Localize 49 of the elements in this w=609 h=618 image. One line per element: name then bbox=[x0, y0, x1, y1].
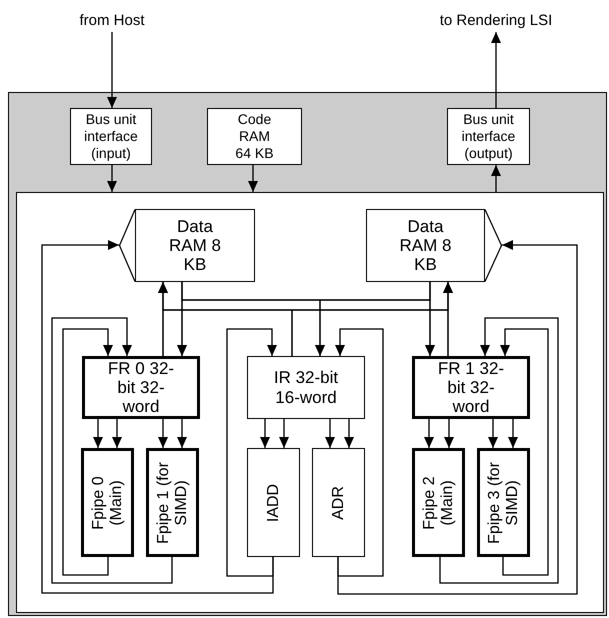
unit-label: Fpipe 3 (for SIMD) bbox=[486, 460, 522, 544]
unit-label: IADD bbox=[264, 482, 282, 524]
unit-label: ADR bbox=[330, 484, 348, 522]
arrow bbox=[112, 419, 122, 448]
arrow bbox=[279, 419, 289, 448]
arrow bbox=[325, 419, 335, 448]
arrow bbox=[107, 32, 117, 108]
arrow bbox=[337, 240, 578, 595]
unit-box bbox=[312, 448, 365, 557]
register-box: FR 1 32-bit 32-word bbox=[412, 356, 530, 419]
arrow bbox=[439, 317, 559, 584]
pipeline-box bbox=[146, 448, 199, 557]
arrow bbox=[508, 419, 518, 448]
arrow bbox=[177, 419, 187, 448]
arrow bbox=[62, 328, 113, 576]
multiplexer-triangle bbox=[119, 209, 135, 282]
arrow bbox=[226, 328, 277, 577]
pipeline-box bbox=[81, 448, 134, 557]
chip-outline bbox=[8, 92, 607, 616]
unit-label: Fpipe 0 (Main) bbox=[90, 474, 126, 532]
arrow bbox=[444, 419, 454, 448]
input-label: from Host bbox=[42, 10, 182, 32]
interface-box: Bus unit interface (input) bbox=[70, 108, 152, 165]
register-box: FR 0 32-bit 32-word bbox=[82, 356, 200, 419]
arrow bbox=[260, 419, 270, 448]
pipeline-box bbox=[477, 448, 530, 557]
core-outline bbox=[16, 192, 604, 613]
arrow bbox=[93, 419, 103, 448]
arrow bbox=[107, 165, 117, 192]
unit-label: Fpipe 1 (for SIMD) bbox=[154, 460, 190, 544]
arrow bbox=[248, 165, 258, 192]
arrow bbox=[344, 419, 354, 448]
arrow bbox=[158, 419, 168, 448]
memory-box: Code RAM 64 KB bbox=[207, 108, 302, 165]
arrow bbox=[424, 419, 434, 448]
arrow bbox=[51, 317, 173, 584]
pipeline-box bbox=[412, 448, 465, 557]
arrow bbox=[500, 328, 549, 576]
unit-box bbox=[247, 448, 300, 557]
arrow bbox=[488, 419, 498, 448]
output-label: to Rendering LSI bbox=[411, 10, 581, 32]
arrow bbox=[491, 165, 501, 192]
multiplexer-triangle bbox=[485, 209, 502, 282]
arrow bbox=[335, 328, 384, 577]
unit-label: Fpipe 2 (Main) bbox=[420, 474, 456, 532]
interface-box: Bus unit interface (output) bbox=[447, 108, 530, 165]
arrow bbox=[491, 32, 501, 108]
register-box: IR 32-bit 16-word bbox=[247, 356, 365, 419]
arrow bbox=[41, 240, 274, 594]
